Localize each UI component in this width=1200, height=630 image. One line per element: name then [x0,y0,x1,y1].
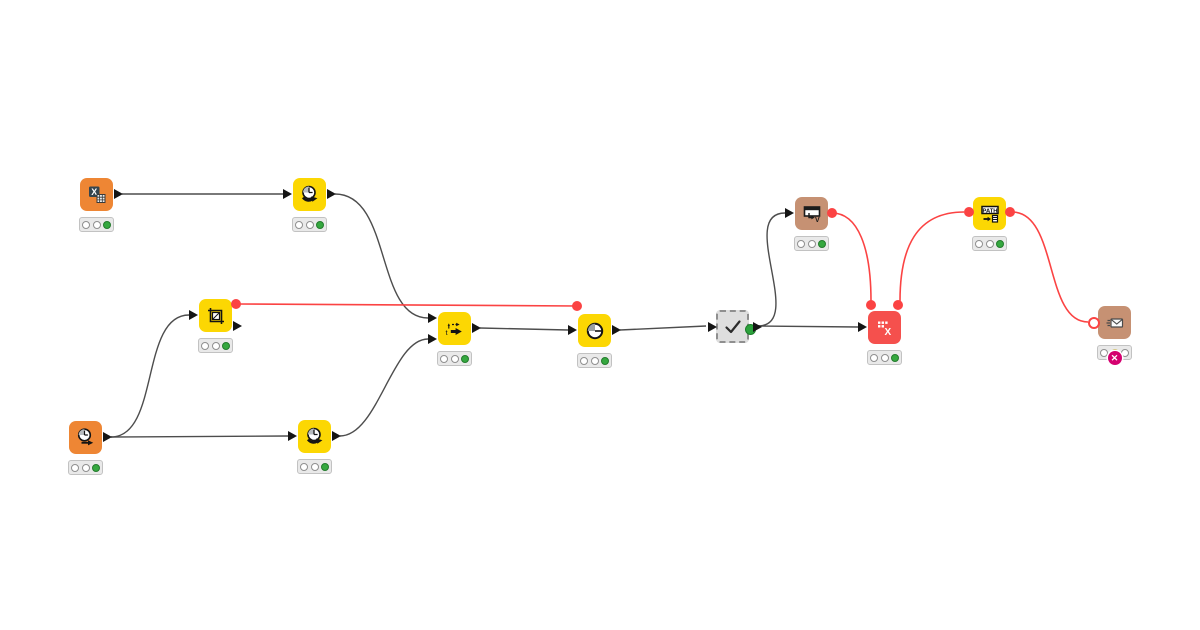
shift-arrows-icon: t [445,322,462,337]
node-datetime-converter-bottom[interactable] [288,420,341,474]
input-port[interactable] [568,325,577,335]
table-to-variable-icon: V [803,205,820,223]
edge-time-aggregator-to-check-metanode[interactable] [619,325,707,331]
input-port-2[interactable] [428,334,437,344]
edge-datetime-source-to-crop-region[interactable] [110,314,190,438]
edge-datetime-converter-bottom-to-time-shift[interactable] [339,338,429,437]
flow-variable-output-port[interactable] [827,208,837,218]
node-time-shift[interactable]: t [428,312,481,366]
input-port[interactable] [283,189,292,199]
pie-clock-icon [586,322,603,339]
node-math-formula[interactable]: X [858,300,903,365]
path-file-icon: PATH [980,205,999,223]
input-port[interactable] [189,310,198,320]
traffic-light [292,217,327,232]
output-port[interactable] [327,189,336,199]
excel-table-icon: X [88,186,105,203]
node-datetime-converter-top[interactable] [283,178,336,232]
output-port[interactable] [103,432,112,442]
edge-time-shift-to-time-aggregator[interactable] [479,327,569,331]
edge-check-metanode-to-math-formula[interactable] [757,325,859,328]
edge-string-to-path-to-send-email-flowvar[interactable] [1011,211,1089,323]
node-datetime-source[interactable] [68,421,112,475]
checkmark-icon [724,319,741,333]
node-time-aggregator[interactable] [568,301,621,368]
traffic-light [198,338,233,353]
traffic-light [972,236,1007,251]
edge-math-formula-to-string-to-path-flowvar[interactable] [899,211,965,302]
grid-x-icon: X [877,321,891,338]
traffic-light [794,236,829,251]
variable-icon-letter: V [815,216,820,223]
clock-swoosh-icon [301,185,317,202]
output-port[interactable] [612,325,621,335]
output-port[interactable] [472,323,481,333]
clock-arrow-icon [77,427,93,445]
math-icon-letter: X [884,327,891,338]
traffic-light [79,217,114,232]
traffic-light [577,353,612,368]
traffic-light [297,459,332,474]
shift-icon-letter: t [445,328,448,337]
flow-variable-output-port[interactable] [1005,207,1015,217]
output-port[interactable] [332,431,341,441]
input-port[interactable] [288,431,297,441]
output-port[interactable] [114,189,123,199]
traffic-light [867,350,902,365]
traffic-light [437,351,472,366]
node-crop-region[interactable] [189,299,242,353]
clock-swoosh-icon [306,427,322,444]
edge-table-row-to-variable-to-math-formula-flowvar[interactable] [831,212,872,302]
input-port[interactable] [708,322,717,332]
error-badge: ✕ [1107,351,1122,365]
edge-check-metanode-to-table-row-to-variable[interactable] [757,212,786,327]
flow-variable-input-port[interactable] [964,207,974,217]
traffic-light: ✕ [1097,345,1132,365]
node-table-row-to-variable[interactable]: V [785,197,837,251]
node-check-metanode[interactable] [708,310,762,343]
flow-variable-input-port[interactable] [866,300,876,310]
envelope-icon [1106,317,1123,328]
input-port-1[interactable] [428,313,437,323]
output-port[interactable] [233,321,242,331]
input-port[interactable] [858,322,867,332]
edge-datetime-converter-top-to-time-shift[interactable] [334,193,429,319]
output-port[interactable] [753,322,762,332]
flow-variable-input-port[interactable] [1088,317,1100,329]
node-excel-reader[interactable]: X [79,178,123,232]
edge-crop-region-to-time-aggregator-flowvar[interactable] [235,303,579,307]
node-send-email[interactable]: ✕ [1088,306,1132,365]
crop-icon [207,307,224,324]
flow-variable-input-port[interactable] [572,301,582,311]
path-icon-label: PATH [982,208,997,214]
flow-variable-output-port[interactable] [231,299,241,309]
flow-variable-output-port[interactable] [893,300,903,310]
traffic-light [68,460,103,475]
input-port[interactable] [785,208,794,218]
node-string-to-path-variable[interactable]: PATH [964,197,1015,251]
excel-icon-letter: X [91,187,97,197]
edge-datetime-source-to-datetime-converter-bottom[interactable] [110,435,289,438]
